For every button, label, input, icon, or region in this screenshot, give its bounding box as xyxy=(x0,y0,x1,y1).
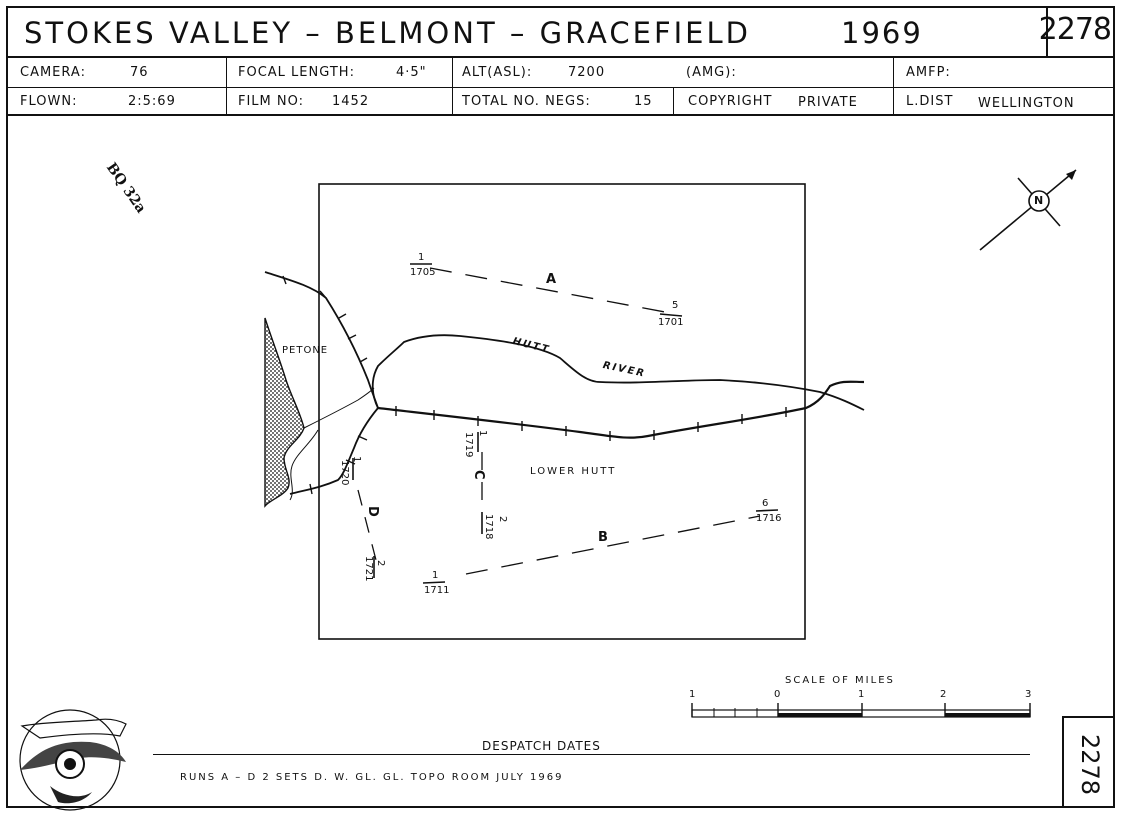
north-symbol: N xyxy=(1034,194,1044,207)
run-c-end-frame: 1718 xyxy=(483,514,494,540)
run-c-end-number: 2 xyxy=(497,516,508,523)
altitude-value: 7200 xyxy=(568,65,606,80)
info-col-divider xyxy=(452,58,453,114)
run-d-line xyxy=(357,489,377,561)
run-b-end-frame: 1716 xyxy=(756,513,782,524)
sheet-year: 1969 xyxy=(841,16,923,50)
harbour-coast xyxy=(264,317,305,508)
place-label-lower-hutt: LOWER HUTT xyxy=(530,466,617,477)
scale-tick-label: 1 xyxy=(689,689,696,700)
sheet-number-box xyxy=(1062,716,1115,808)
amg-label: (AMG): xyxy=(686,65,737,80)
run-a-line xyxy=(429,267,666,313)
film-number-label: FILM NO: xyxy=(238,94,305,109)
scale-tick-label: 2 xyxy=(940,689,947,700)
run-d-start-number: 1 xyxy=(351,456,362,463)
run-b-start-bar xyxy=(422,581,446,584)
run-d-label: D xyxy=(365,506,380,517)
sheet-title: STOKES VALLEY – BELMONT – GRACEFIELD xyxy=(24,16,751,50)
title-bar: STOKES VALLEY – BELMONT – GRACEFIELD 196… xyxy=(6,6,1115,58)
info-col-divider xyxy=(673,87,674,114)
info-col-divider xyxy=(226,58,227,114)
run-a-label: A xyxy=(546,272,557,287)
run-c-start-frame: 1719 xyxy=(463,432,474,458)
run-a-end-bar xyxy=(659,313,683,317)
camera-label: CAMERA: xyxy=(20,65,86,80)
flight-info-table: CAMERA: 76 FOCAL LENGTH: 4·5" ALT(ASL): … xyxy=(6,58,1115,116)
sheet-number-vertical: 2278 xyxy=(1076,734,1104,796)
copyright-label: COPYRIGHT xyxy=(688,94,773,109)
film-number-value: 1452 xyxy=(332,94,370,109)
river-mouth xyxy=(303,387,375,429)
railway-east xyxy=(377,380,865,439)
info-row-divider xyxy=(6,87,1115,88)
hutt-river xyxy=(371,334,865,411)
flown-label: FLOWN: xyxy=(20,94,78,109)
focal-length-value: 4·5" xyxy=(396,65,427,80)
run-b-start-number: 1 xyxy=(432,570,439,581)
railway-north-ticks xyxy=(282,275,368,363)
scale-tick-label: 3 xyxy=(1025,689,1032,700)
run-d-end-frame: 1721 xyxy=(363,556,374,582)
flown-value: 2:5:69 xyxy=(128,94,176,109)
despatch-title: DESPATCH DATES xyxy=(482,739,601,753)
total-negs-label: TOTAL NO. NEGS: xyxy=(462,94,591,109)
run-a-start-frame: 1705 xyxy=(410,267,436,278)
altitude-label: ALT(ASL): xyxy=(462,65,533,80)
north-arrow xyxy=(979,169,1077,251)
run-a-start-number: 1 xyxy=(418,252,425,263)
scale-tick-label: 0 xyxy=(774,689,781,700)
railway-southwest xyxy=(289,407,379,495)
copyright-value: PRIVATE xyxy=(798,95,858,110)
scale-bar xyxy=(691,703,1031,718)
scale-title: SCALE OF MILES xyxy=(785,675,895,686)
run-b-end-bar xyxy=(755,509,779,512)
scale-tick-label: 1 xyxy=(858,689,865,700)
run-d-start-frame: 1720 xyxy=(339,460,350,486)
run-a-end-frame: 1701 xyxy=(658,317,684,328)
land-district-value: WELLINGTON xyxy=(978,96,1075,111)
stream-south xyxy=(289,429,319,501)
run-c-label: C xyxy=(471,470,486,480)
run-b-label: B xyxy=(598,530,608,545)
run-c-start-number: 1 xyxy=(477,430,488,437)
info-col-divider xyxy=(893,58,894,114)
nz-aerial-mapping-logo xyxy=(19,709,127,811)
focal-length-label: FOCAL LENGTH: xyxy=(238,65,355,80)
run-a-end-number: 5 xyxy=(672,300,679,311)
despatch-rule xyxy=(153,754,1030,755)
coverage-frame xyxy=(318,183,806,640)
amfp-label: AMFP: xyxy=(906,65,951,80)
run-b-start-frame: 1711 xyxy=(424,585,450,596)
total-negs-value: 15 xyxy=(634,94,653,109)
run-b-end-number: 6 xyxy=(762,498,769,509)
map-sheet-frame xyxy=(6,6,1115,808)
camera-value: 76 xyxy=(130,65,149,80)
title-divider xyxy=(1046,6,1048,56)
sheet-number: 2278 xyxy=(1038,12,1112,47)
railway-east-ticks xyxy=(395,406,787,441)
run-b-line xyxy=(465,515,761,575)
run-d-end-number: 2 xyxy=(375,560,386,567)
despatch-details: RUNS A – D 2 SETS D. W. GL. GL. TOPO ROO… xyxy=(180,772,564,783)
land-district-label: L.DIST xyxy=(906,94,954,109)
place-label-petone: PETONE xyxy=(282,345,329,356)
